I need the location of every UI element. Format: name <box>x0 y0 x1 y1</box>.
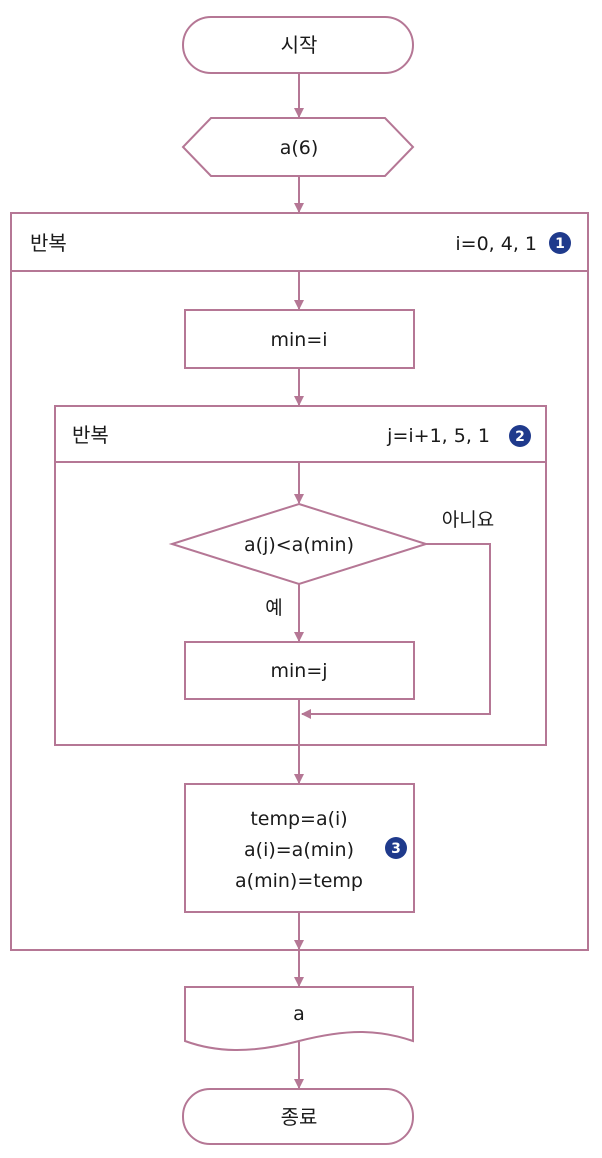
swap-line-1: temp=a(i) <box>250 808 347 830</box>
badge-3 <box>385 837 407 859</box>
output-document <box>184 986 414 1051</box>
inner-loop-range: j=i+1, 5, 1 <box>386 425 490 447</box>
output-label: a <box>293 1003 305 1025</box>
inner-loop-box <box>54 405 547 746</box>
min-i-label: min=i <box>270 329 327 351</box>
swap-line-2: a(i)=a(min) <box>244 839 354 861</box>
badge-1 <box>549 232 571 254</box>
end-terminal <box>182 1088 414 1145</box>
outer-loop-range: i=0, 4, 1 <box>455 233 537 255</box>
decision-yes-label: 예 <box>265 597 282 619</box>
badge-3-number: 3 <box>391 841 401 857</box>
min-j-label: min=j <box>270 660 327 682</box>
input-hexagon <box>181 117 415 177</box>
start-label: 시작 <box>281 33 318 57</box>
input-label: a(6) <box>280 137 319 159</box>
end-label: 종료 <box>281 1105 318 1129</box>
decision-no-label: 아니요 <box>442 509 494 531</box>
arrow-decision-no <box>301 543 491 719</box>
badge-2 <box>509 425 531 447</box>
outer-loop-label: 반복 <box>30 231 67 255</box>
inner-loop-label: 반복 <box>72 423 109 447</box>
badge-2-number: 2 <box>515 429 525 445</box>
badge-1-number: 1 <box>555 236 565 252</box>
swap-line-3: a(min)=temp <box>235 870 363 892</box>
decision-condition: a(j)<a(min) <box>244 534 354 556</box>
